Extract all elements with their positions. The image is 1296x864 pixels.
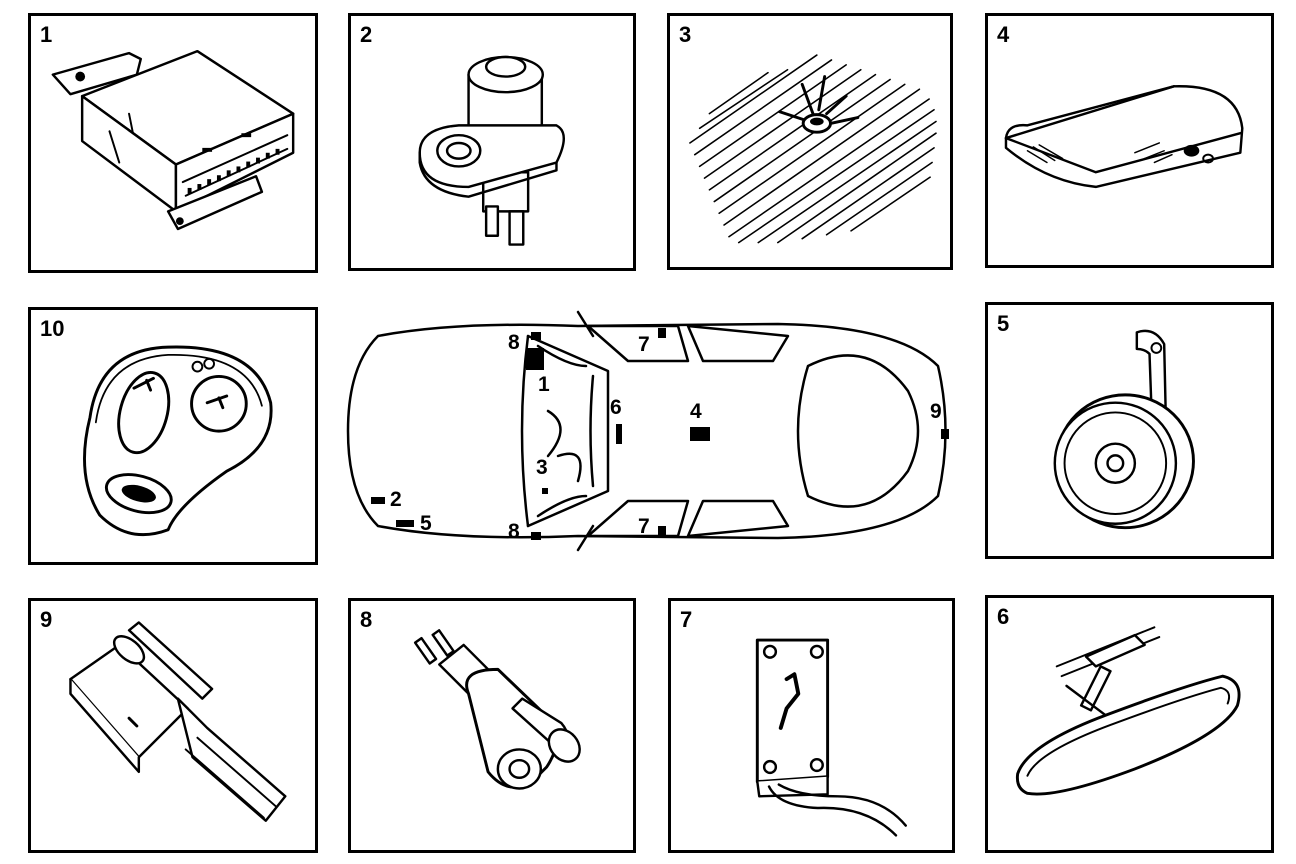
vehicle-layout-diagram: 8 1 7 6 4 9 3 2 5 8 7 — [346, 310, 949, 552]
marker-box-8-top — [531, 332, 541, 340]
panel-number: 5 — [997, 311, 1010, 336]
marker-label-8-top: 8 — [508, 331, 520, 354]
marker-label-9: 9 — [930, 400, 942, 423]
marker-label-7-bottom: 7 — [638, 515, 650, 538]
control-module-icon — [51, 49, 295, 231]
panel-number: 3 — [679, 22, 692, 47]
bonnet-switch-icon — [418, 55, 566, 246]
panel-9: 9 — [28, 598, 318, 853]
panel-number: 7 — [680, 607, 693, 632]
marker-label-8-bottom: 8 — [508, 520, 520, 543]
interior-sensor-icon — [1004, 85, 1244, 189]
tailgate-switch-icon — [69, 621, 287, 822]
door-switch-icon — [413, 629, 581, 790]
remote-key-fob-icon — [83, 345, 273, 537]
panel-7: 7 — [668, 598, 955, 853]
marker-label-7-top: 7 — [638, 333, 650, 356]
marker-box-3 — [542, 488, 548, 494]
marker-box-7-bottom — [658, 526, 666, 536]
panel-1: 1 — [28, 13, 318, 273]
panel-10: 10 — [28, 307, 318, 565]
marker-label-6: 6 — [610, 396, 622, 419]
marker-label-1: 1 — [538, 373, 550, 396]
horn-icon — [1053, 329, 1195, 530]
panel-6: 6 — [985, 595, 1274, 853]
panel-5: 5 — [985, 302, 1274, 559]
panel-number: 8 — [360, 607, 373, 632]
panel-number: 6 — [997, 604, 1010, 629]
led-indicator-icon — [689, 54, 937, 244]
rear-view-mirror-icon — [1015, 626, 1241, 796]
panel-2: 2 — [348, 13, 636, 271]
panel-number: 9 — [40, 607, 53, 632]
marker-box-6 — [616, 424, 622, 444]
marker-box-7-top — [658, 328, 666, 338]
marker-box-4 — [690, 427, 710, 441]
panel-8: 8 — [348, 598, 636, 853]
marker-label-2: 2 — [390, 488, 402, 511]
panel-number: 2 — [360, 22, 373, 47]
marker-box-8-bottom — [531, 532, 541, 540]
marker-label-4: 4 — [690, 400, 702, 423]
vehicle-outline — [346, 322, 947, 540]
panel-number: 4 — [997, 22, 1010, 47]
marker-box-1 — [526, 348, 544, 370]
marker-label-5: 5 — [420, 512, 432, 535]
panel-number: 1 — [40, 22, 53, 47]
door-lock-switch-icon — [755, 638, 907, 837]
marker-box-5 — [396, 520, 414, 527]
panel-4: 4 — [985, 13, 1274, 268]
panel-3: 3 — [667, 13, 953, 270]
panel-number: 10 — [40, 316, 65, 341]
marker-label-3: 3 — [536, 456, 548, 479]
marker-box-9 — [941, 429, 949, 439]
marker-box-2 — [371, 497, 385, 504]
